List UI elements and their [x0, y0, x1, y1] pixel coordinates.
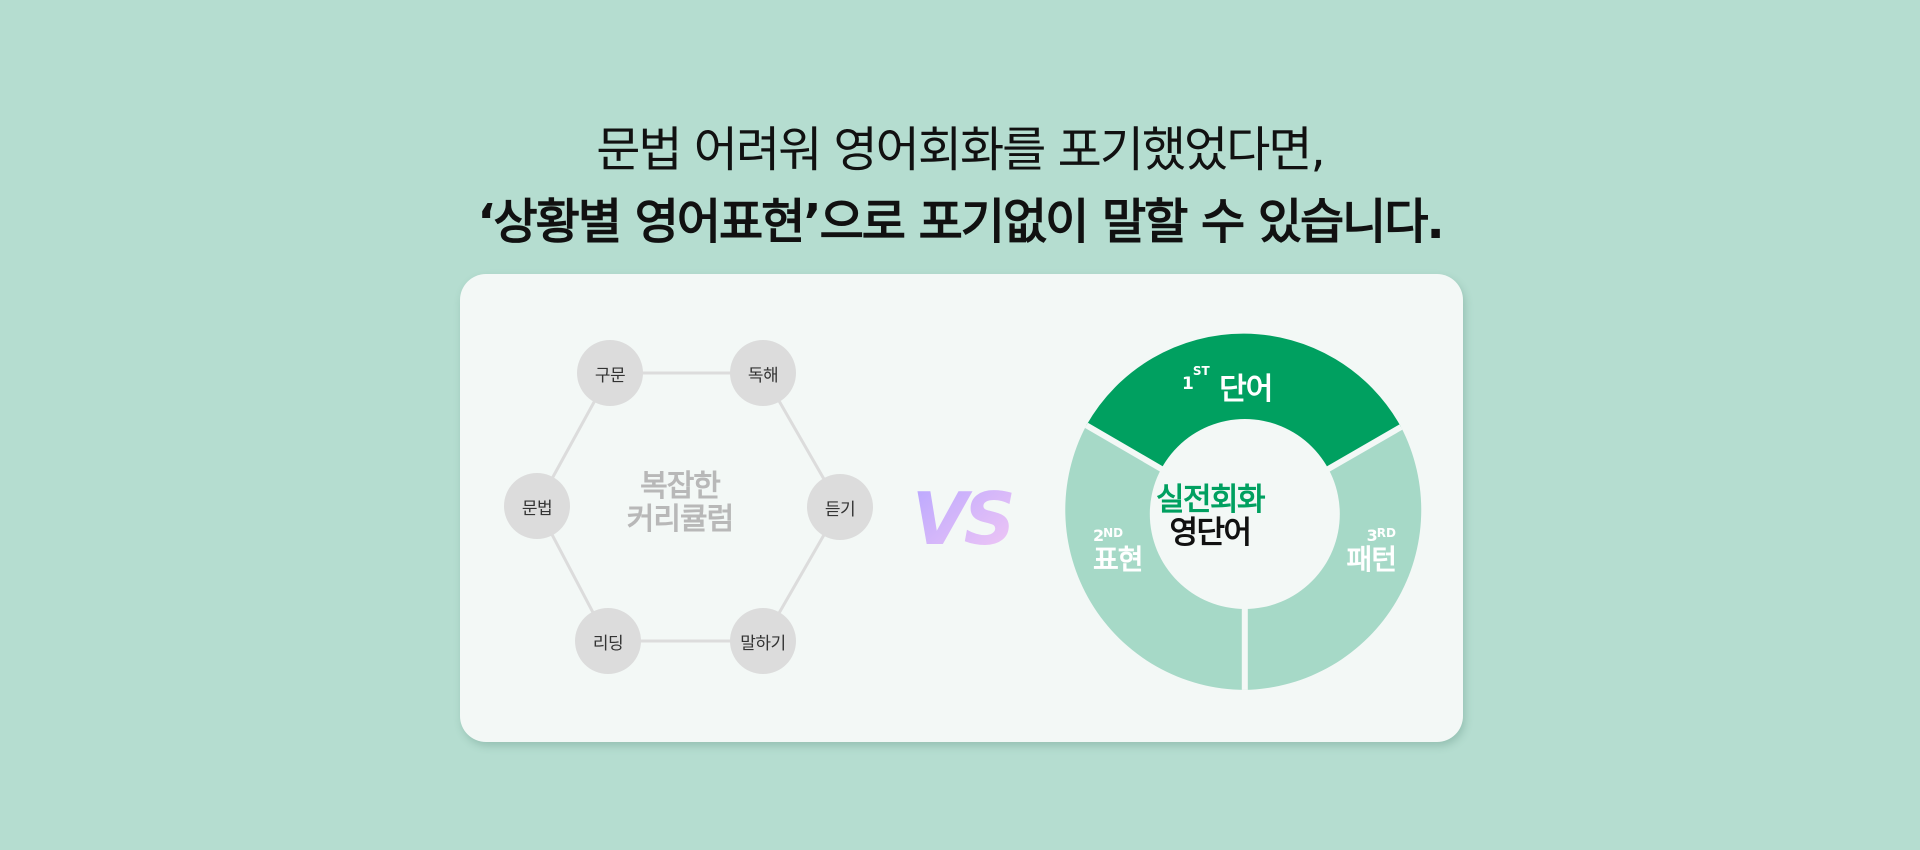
node-reading: 리딩: [575, 608, 641, 674]
comparison-card: 복잡한 커리큘럼 구문 독해 문법 듣기 리딩 말하기 VS 실전회화 영단어 …: [460, 274, 1463, 742]
segment-3-label: 패턴: [1346, 543, 1397, 576]
segment-2-suffix: ND: [1103, 526, 1124, 540]
node-grammar: 문법: [504, 473, 570, 539]
diagram-graphics: [535, 333, 1422, 690]
segment-2-rank: 2: [1093, 526, 1104, 545]
segment-1-suffix: ST: [1192, 364, 1210, 378]
segment-1-label: 단어: [1219, 372, 1273, 407]
donut-center-line-1: 실전회화: [1155, 482, 1266, 518]
segment-label-2: 2ND 표현: [1093, 526, 1153, 575]
donut-segment-3-pattern: [1244, 427, 1422, 690]
segment-3-rank: 3: [1366, 526, 1378, 545]
donut-center: [1149, 419, 1340, 609]
left-diagram-title: 복잡한 커리큘럼: [605, 470, 755, 536]
segment-2-label: 표현: [1093, 543, 1144, 576]
headline-line-1: 문법 어려워 영어회화를 포기했었다면,: [596, 122, 1326, 178]
donut-segment-2-expression: [1065, 425, 1245, 690]
segment-3-suffix: RD: [1376, 526, 1396, 540]
left-diagram-title-line-2: 커리큘럼: [626, 502, 734, 537]
vs-text: VS: [912, 477, 1016, 561]
donut-chart: [1065, 333, 1422, 690]
node-speaking: 말하기: [730, 608, 796, 674]
donut-center-text: 실전회화 영단어: [1155, 482, 1266, 551]
left-diagram-title-line-1: 복잡한: [640, 469, 721, 504]
headline: 문법 어려워 영어회화를 포기했었다면, ‘상황별 영어표현’으로 포기없이 말…: [0, 118, 1920, 254]
node-listening: 듣기: [807, 474, 873, 540]
donut-segment-1-word: [1086, 333, 1401, 470]
headline-line-2: ‘상황별 영어표현’으로 포기없이 말할 수 있습니다.: [477, 194, 1444, 250]
vs-label: VS: [912, 477, 1012, 561]
node-syntax: 구문: [577, 340, 643, 406]
node-reading-comprehension: 독해: [730, 340, 796, 406]
segment-label-1: 1ST 단어: [1182, 364, 1273, 408]
donut-center-line-2: 영단어: [1169, 515, 1252, 551]
segment-label-3: 3RD 패턴: [1336, 526, 1397, 576]
segment-1-rank: 1: [1182, 374, 1194, 394]
